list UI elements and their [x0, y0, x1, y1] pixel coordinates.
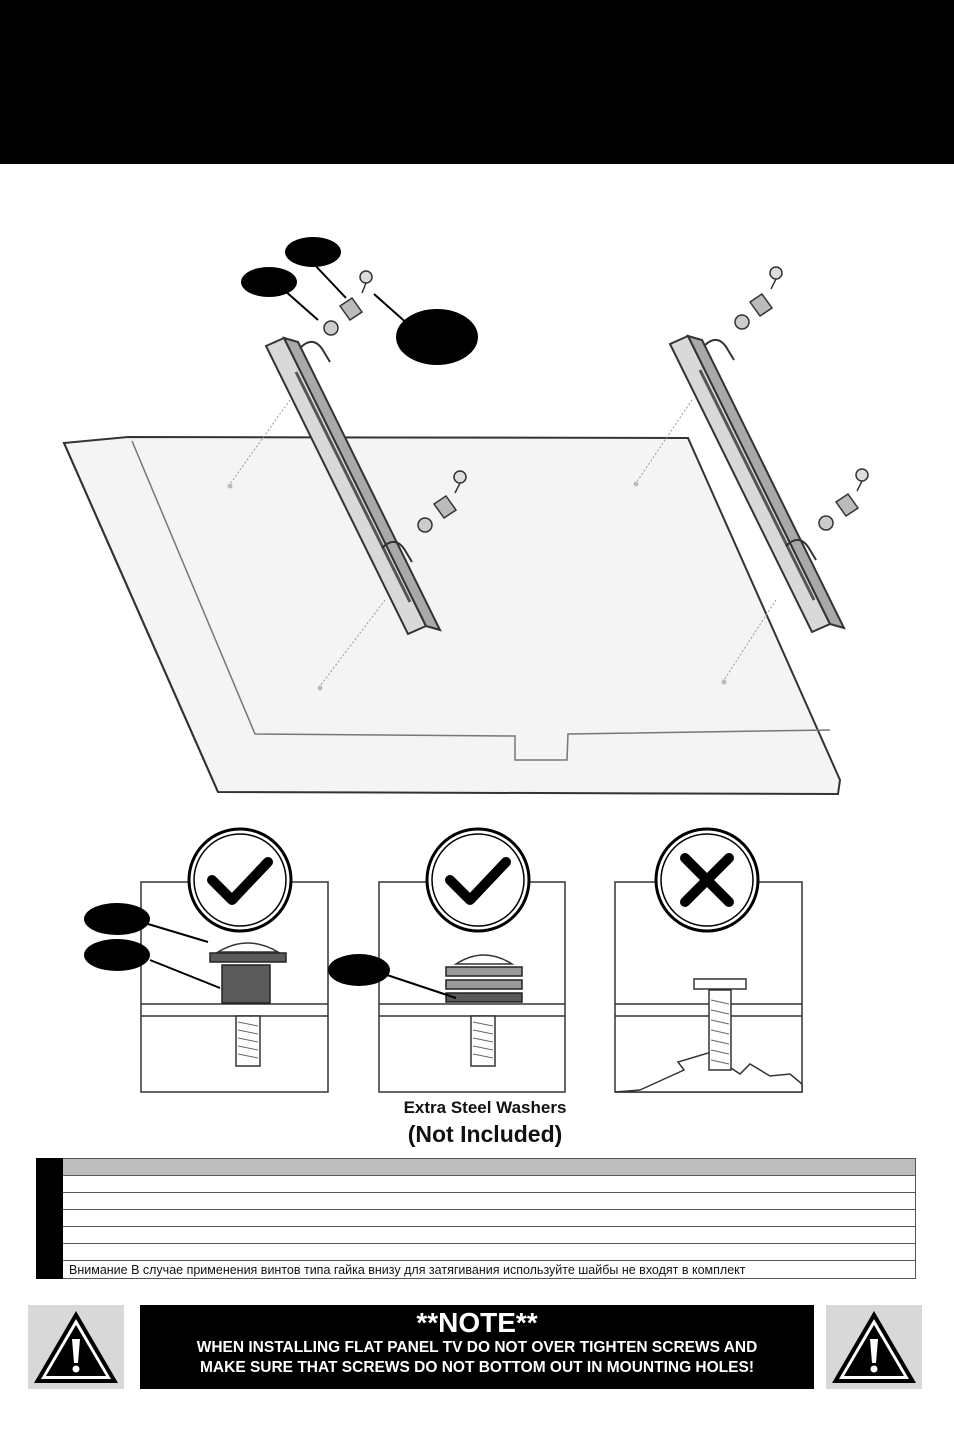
header-bar — [0, 0, 954, 164]
figure-caption-note: (Not Included) — [407, 1121, 563, 1147]
hardware-bottom-left — [417, 470, 467, 533]
note-line-2: MAKE SURE THAT SCREWS DO NOT BOTTOM OUT … — [200, 1359, 754, 1376]
warning-icon — [28, 1305, 124, 1389]
warning-icon — [826, 1305, 922, 1389]
note-title: **NOTE** — [416, 1307, 538, 1338]
table-row — [36, 1243, 916, 1261]
detail-panel-correct-washers — [328, 827, 566, 1093]
tv-panel — [62, 435, 842, 796]
row-number-cell — [36, 1209, 63, 1227]
callout-oval — [396, 309, 478, 365]
callouts-top — [241, 237, 478, 365]
mounting-holes — [227, 481, 727, 691]
cross-icon — [680, 853, 734, 907]
table-row — [36, 1226, 916, 1244]
figure-caption: Extra Steel Washers — [403, 1098, 567, 1117]
hardware-top-left — [323, 270, 373, 336]
row-number-cell — [36, 1226, 63, 1244]
detail-panel-incorrect — [614, 827, 803, 1093]
steps-table: Внимание В случае применения винтов типа… — [36, 1158, 916, 1279]
installation-diagram — [62, 237, 869, 1093]
row-text — [62, 1243, 916, 1261]
callout-oval — [285, 237, 341, 267]
table-row — [36, 1209, 916, 1227]
table-row — [36, 1158, 916, 1176]
table-row: Внимание В случае применения винтов типа… — [36, 1260, 916, 1279]
check-icon — [207, 857, 273, 905]
row-text — [62, 1192, 916, 1210]
row-text — [62, 1158, 916, 1176]
detail-panel-correct-spacer — [84, 827, 329, 1093]
hardware-top-right — [734, 266, 783, 330]
row-number-cell — [36, 1260, 63, 1279]
callout-oval — [241, 267, 297, 297]
hardware-bottom-right — [818, 468, 869, 531]
note-line-1: WHEN INSTALLING FLAT PANEL TV DO NOT OVE… — [196, 1339, 758, 1356]
row-text — [62, 1209, 916, 1227]
row-text — [62, 1226, 916, 1244]
row-number-cell — [36, 1175, 63, 1193]
row-number-cell — [36, 1192, 63, 1210]
leader-lines — [229, 399, 777, 687]
row-text-warning: Внимание В случае применения винтов типа… — [62, 1260, 916, 1279]
row-number-cell — [36, 1243, 63, 1261]
check-icon — [445, 857, 511, 905]
hardware-set — [323, 266, 869, 533]
left-mounting-bracket — [264, 336, 442, 636]
table-row — [36, 1192, 916, 1210]
row-text — [62, 1175, 916, 1193]
row-number-cell — [36, 1158, 63, 1176]
note-box: **NOTE** WHEN INSTALLING FLAT PANEL TV D… — [140, 1305, 814, 1389]
right-mounting-bracket — [668, 334, 846, 634]
table-row — [36, 1175, 916, 1193]
